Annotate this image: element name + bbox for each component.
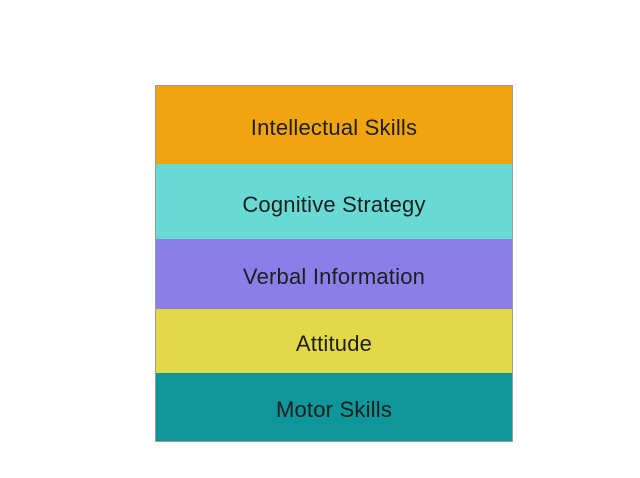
band-cognitive-strategy: Cognitive Strategy bbox=[156, 164, 512, 239]
stacked-diagram: Intellectual Skills Cognitive Strategy V… bbox=[155, 85, 513, 442]
band-label-attitude: Attitude bbox=[295, 331, 373, 356]
band-label-verbal-information: Verbal Information bbox=[242, 264, 426, 289]
band-motor-skills: Motor Skills bbox=[156, 373, 512, 441]
band-attitude: Attitude bbox=[156, 309, 512, 373]
band-label-motor-skills: Motor Skills bbox=[275, 397, 393, 422]
band-verbal-information: Verbal Information bbox=[156, 239, 512, 309]
band-label-cognitive-strategy: Cognitive Strategy bbox=[242, 191, 426, 217]
band-label-intellectual-skills: Intellectual Skills bbox=[250, 115, 418, 140]
band-intellectual-skills: Intellectual Skills bbox=[156, 86, 512, 164]
